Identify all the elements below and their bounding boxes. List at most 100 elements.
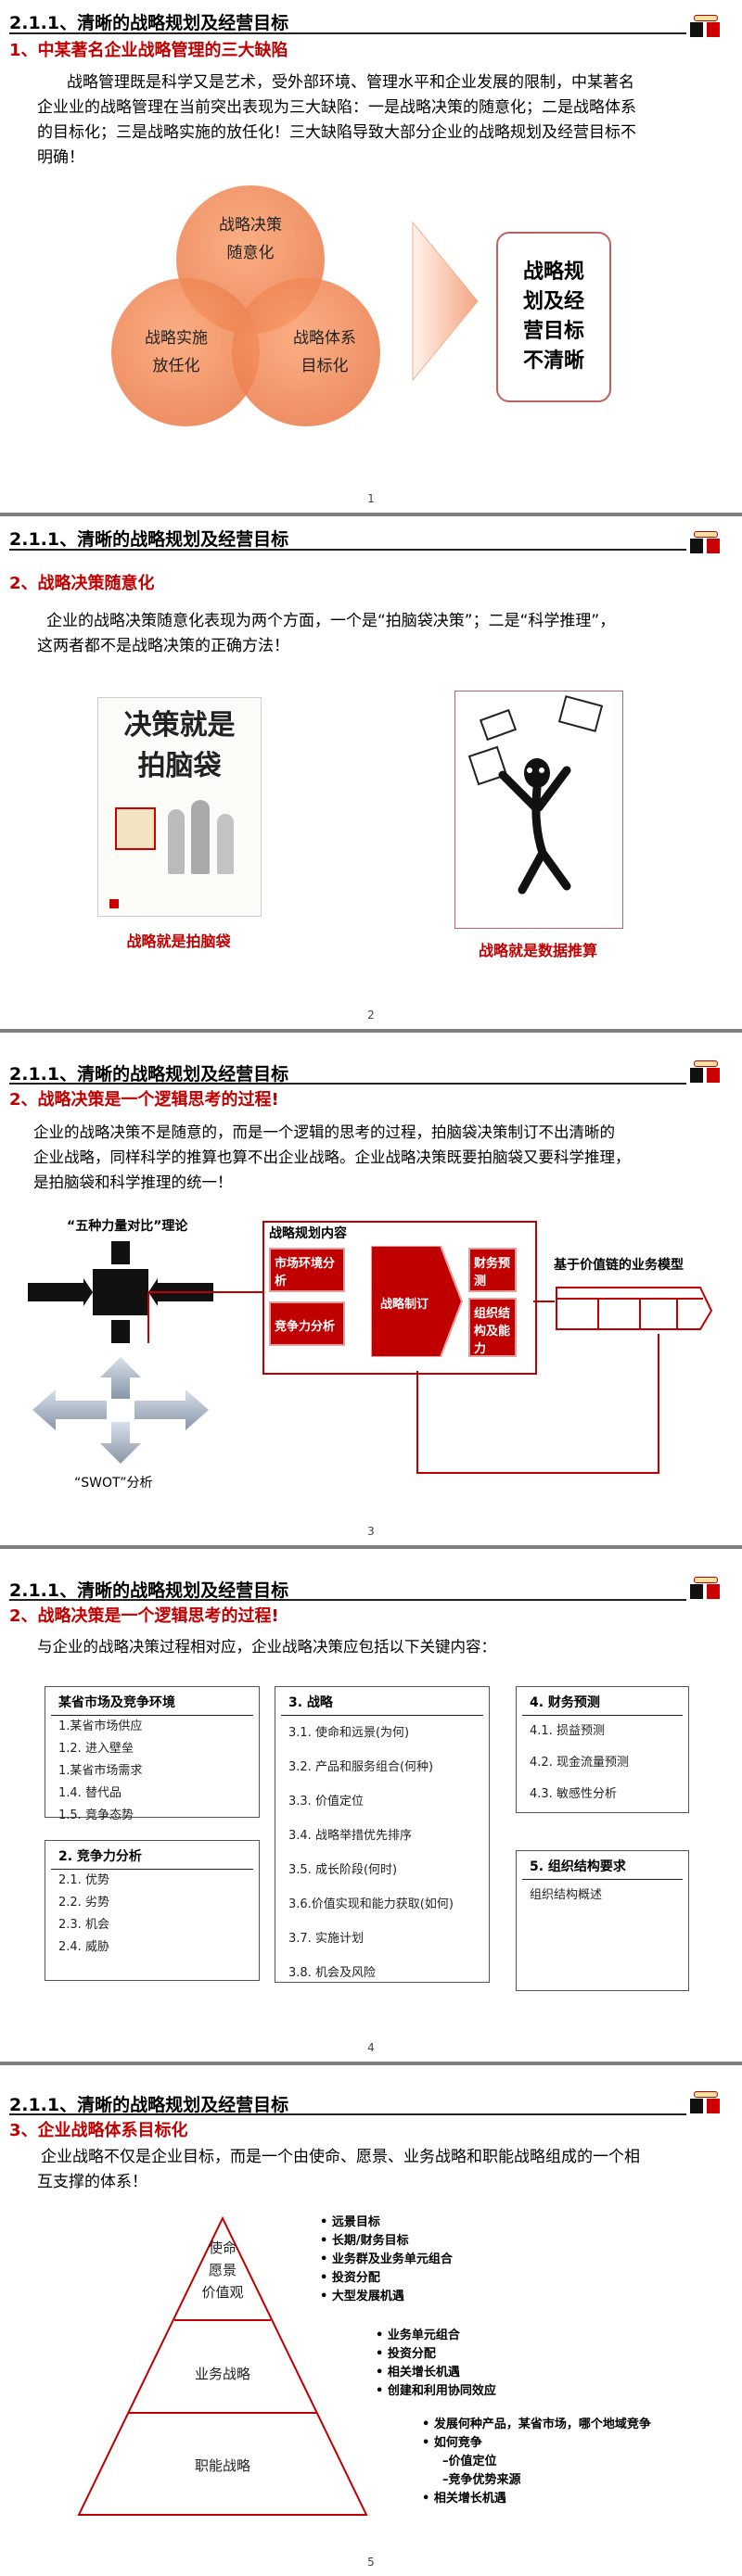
title-rule (9, 1599, 686, 1601)
book-title-line: 决策就是 (123, 709, 236, 742)
tier-line: 价值观 (201, 2284, 244, 2301)
box-item: 4.3. 敏感性分析 (530, 1787, 617, 1801)
bullet-item: • 大型发展机遇 (320, 2290, 404, 2303)
bullet-item: • 投资分配 (376, 2347, 436, 2361)
finance-box: 4. 财务预测 4.1. 损益预测 4.2. 现金流量预测 4.3. 敏感性分析 (516, 1686, 689, 1813)
body-paragraph: 企业战略不仅是企业目标，而是一个由使命、愿景、业务战略和职能战略组成的一个相 互… (37, 2145, 705, 2195)
paragraph-line: 的目标化；三是战略实施的放任化！三大缺陷导致大部分企业的战略规划及经营目标不 (37, 123, 636, 142)
bullet-item: • 如何竞争 (422, 2436, 482, 2450)
box-item: 1.某省市场需求 (58, 1764, 143, 1778)
slide-5: 2.1.1、清晰的战略规划及经营目标 3、企业战略体系目标化 企业战略不仅是企业… (0, 2065, 742, 2576)
box-item: 3.4. 战略举措优先排序 (288, 1829, 412, 1843)
label-line: 战略实施 (145, 329, 208, 348)
paragraph-line: 企业战略不仅是企业目标，而是一个由使命、愿景、业务战略和职能战略组成的一个相 (41, 2148, 640, 2166)
section-heading: 2、战略决策是一个逻辑思考的过程! (9, 1090, 279, 1110)
section-heading: 2、战略决策是一个逻辑思考的过程! (9, 1606, 279, 1626)
box-item: 3.2. 产品和服务组合(何种) (288, 1760, 434, 1774)
bullet-item: • 长期/财务目标 (320, 2234, 409, 2248)
box-title: 3. 战略 (281, 1687, 483, 1716)
org-structure-box: 5. 组织结构要求 组织结构概述 (516, 1850, 689, 1991)
market-environment-box: 某省市场及竞争环境 1.某省市场供应 1.2. 进入壁垒 1.某省市场需求 1.… (45, 1686, 260, 1822)
page-number: 1 (367, 492, 375, 505)
page-number: 5 (367, 2556, 375, 2569)
box-item: 1.5. 竞争态势 (58, 1808, 134, 1822)
intro-text: 与企业的战略决策过程相对应，企业战略决策应包括以下关键内容： (37, 1638, 496, 1656)
paragraph-line: 这两者都不是战略决策的正确方法！ (37, 637, 289, 655)
company-logo (690, 1577, 720, 1599)
body-paragraph: 战略管理既是科学又是艺术，受外部环境、管理水平和企业发展的限制，中某著名 企业业… (37, 70, 705, 171)
box-item: 3.3. 价值定位 (288, 1795, 364, 1808)
box-item: 2.1. 优势 (58, 1873, 109, 1887)
book-title: 决策就是 拍脑袋 (98, 698, 261, 787)
book-title-line: 拍脑袋 (137, 750, 222, 782)
market-analysis-box: 市场环境分析 (269, 1248, 345, 1292)
tier-business-strategy: 业务战略 (194, 2366, 250, 2382)
paragraph-line: 互支撑的体系！ (37, 2173, 147, 2191)
tier1-bullets: • 远景目标 • 长期/财务目标 • 业务群及业务单元组合 • 投资分配 • 大… (320, 2214, 453, 2306)
book-cover-image: 决策就是 拍脑袋 (97, 697, 262, 917)
box-item: 1.2. 进入壁垒 (58, 1742, 134, 1756)
swot-label: “SWOT”分析 (74, 1476, 153, 1491)
competitiveness-box: 2. 竞争力分析 2.1. 优势 2.2. 劣势 2.3. 机会 2.4. 威胁 (45, 1840, 260, 1981)
tier-line: 使命 (208, 2240, 237, 2256)
strategy-pyramid-icon (77, 2215, 368, 2516)
result-line: 战略规 (522, 260, 584, 284)
section-heading: 2、战略决策随意化 (9, 574, 155, 593)
bullet-item: –竞争优势来源 (442, 2473, 521, 2487)
result-box: 战略规 划及经 营目标 不清晰 (496, 232, 611, 402)
caption-right: 战略就是数据推算 (478, 942, 597, 959)
slide-title: 2.1.1、清晰的战略规划及经营目标 (9, 2095, 289, 2115)
circle-top-label: 战略决策 随意化 (195, 211, 306, 267)
paragraph-line: 是拍脑袋和科学推理的统一！ (33, 1174, 233, 1191)
tier-mission-vision-values: 使命 愿景 价值观 (186, 2237, 260, 2303)
result-text: 战略规 划及经 营目标 不清晰 (523, 258, 584, 376)
value-chain-label: 基于价值链的业务模型 (554, 1258, 684, 1273)
box-item: 3.5. 成长阶段(何时) (288, 1863, 398, 1877)
circle-left-label: 战略实施 放任化 (121, 324, 232, 380)
page-number: 4 (367, 2041, 375, 2054)
slide-title: 2.1.1、清晰的战略规划及经营目标 (9, 1580, 289, 1601)
competition-analysis-box: 竞争力分析 (269, 1301, 345, 1346)
company-logo (690, 1060, 720, 1083)
paragraph-line: 企业业的战略管理在当前突出表现为三大缺陷：一是战略决策的随意化；二是战略体系 (37, 98, 636, 117)
slide-2: 2.1.1、清晰的战略规划及经营目标 2、战略决策随意化 企业的战略决策随意化表… (0, 516, 742, 1029)
slide-title: 2.1.1、清晰的战略规划及经营目标 (9, 1064, 289, 1085)
juggler-figure-icon (467, 695, 604, 895)
five-forces-icon (28, 1241, 213, 1343)
strategy-formulation-label: 战略制订 (380, 1298, 429, 1312)
bullet-item: • 相关增长机遇 (422, 2492, 506, 2506)
circle-right (232, 278, 380, 426)
box-title: 5. 组织结构要求 (522, 1851, 683, 1880)
result-line: 不清晰 (522, 349, 584, 373)
section-heading: 3、企业战略体系目标化 (9, 2121, 188, 2140)
swot-icon (32, 1357, 209, 1464)
arrow-icon (412, 221, 479, 382)
section-heading: 1、中某著名企业战略管理的三大缺陷 (9, 41, 288, 60)
bullet-item: –价值定位 (442, 2455, 497, 2468)
body-paragraph: 企业的战略决策不是随意的，而是一个逻辑的思考的过程，拍脑袋决策制订不出清晰的 企… (33, 1120, 710, 1195)
label-line: 战略体系 (293, 329, 356, 348)
slide-title: 2.1.1、清晰的战略规划及经营目标 (9, 529, 289, 550)
strategy-arrow-icon (371, 1246, 464, 1357)
box-item: 2.2. 劣势 (58, 1896, 109, 1910)
slide-title: 2.1.1、清晰的战略规划及经营目标 (9, 13, 289, 33)
paragraph-line: 企业战略，同样科学的推算也算不出企业战略。企业战略决策既要拍脑袋又要科学推理， (33, 1148, 631, 1166)
bullet-item: • 业务单元组合 (376, 2329, 460, 2342)
box-item: 3.8. 机会及风险 (288, 1966, 376, 1980)
publisher-mark (109, 899, 119, 908)
box-item: 组织结构概述 (530, 1888, 603, 1902)
company-logo (690, 531, 720, 553)
label-line: 放任化 (152, 357, 200, 375)
box-item: 1.4. 替代品 (58, 1786, 122, 1800)
result-line: 营目标 (522, 320, 584, 343)
bullet-item: • 创建和利用协同效应 (376, 2384, 496, 2398)
label-line: 随意化 (226, 244, 275, 262)
figure-silhouette (168, 809, 185, 874)
slide-1: 2.1.1、清晰的战略规划及经营目标 1、中某著名企业战略管理的三大缺陷 战略管… (0, 0, 742, 513)
circle-right-label: 战略体系 目标化 (269, 324, 380, 380)
box-title: 某省市场及竞争环境 (51, 1687, 253, 1716)
box-title: 2. 竞争力分析 (51, 1841, 253, 1870)
result-line: 划及经 (522, 290, 584, 313)
strategy-content-title: 战略规划内容 (269, 1226, 347, 1241)
title-rule (9, 1083, 686, 1085)
